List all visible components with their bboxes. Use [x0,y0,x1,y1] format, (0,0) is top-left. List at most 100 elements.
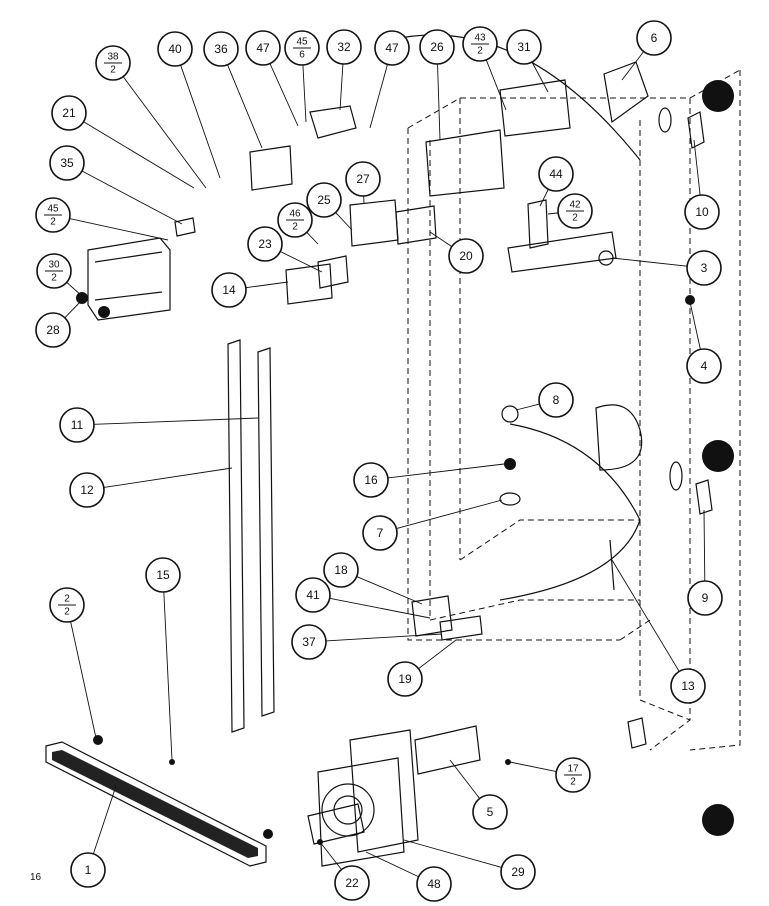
callout-circle [295,577,331,613]
callout-25: 25 [306,182,342,218]
callout-23: 23 [247,226,283,262]
callout-leader-28 [64,299,83,319]
callout-leader-5 [449,759,480,799]
callout-circle [472,794,508,830]
callout-leader-37 [325,633,443,642]
callout-number: 11 [71,418,84,432]
callout-numerator: 45 [296,37,308,48]
callout-leader-35 [81,170,183,225]
callout-leader-6 [621,51,645,81]
callout-leader-36 [227,64,263,149]
callout-circle [448,238,484,274]
callout-circle [145,557,181,593]
callout-leader-31 [531,61,549,93]
callout-leader-15 [163,591,173,761]
callout-numerator: 38 [107,52,119,63]
callout-11: 11 [59,407,95,443]
control-panel-assembly [76,34,705,321]
callout-29: 29 [500,854,536,890]
callout-leader-20 [429,231,453,247]
callout-numerator: 2 [64,594,70,605]
callout-leader-45-6 [302,64,307,123]
callout-8: 8 [538,382,574,418]
callout-leader-25 [335,212,353,231]
callout-leader-44 [539,189,549,207]
callout-number: 47 [256,41,270,55]
callout-47: 47 [374,30,410,66]
callout-circle [538,156,574,192]
callout-46-2: 462 [277,202,313,238]
callout-47: 47 [245,30,281,66]
callout-leader-22 [319,841,342,870]
callout-circle [247,226,283,262]
callout-leader-3 [611,257,688,267]
callout-circle [687,580,723,616]
callout-5: 5 [472,794,508,830]
callout-circle [686,348,722,384]
callout-16: 16 [353,462,389,498]
callout-leader-26 [437,63,441,141]
callout-denominator: 2 [292,222,298,233]
callout-circle [323,552,359,588]
callout-number: 12 [80,483,94,497]
callout-20: 20 [448,238,484,274]
callout-43-2: 432 [462,26,498,62]
callout-45-2: 452 [35,197,71,233]
callout-circle [326,29,362,65]
callout-circle [387,661,423,697]
callout-numerator: 45 [47,204,59,215]
callout-22: 22 [334,865,370,901]
callout-number: 16 [364,473,378,487]
callout-number: 29 [511,865,525,879]
callout-number: 1 [85,863,92,877]
callout-31: 31 [506,29,542,65]
callout-35: 35 [49,145,85,181]
callout-37: 37 [291,624,327,660]
callout-number: 27 [356,172,370,186]
callout-leader-19 [418,639,457,670]
callout-10: 10 [684,194,720,230]
callout-36: 36 [203,31,239,67]
callout-number: 5 [487,805,494,819]
callout-denominator: 6 [299,50,305,61]
callout-circle [35,312,71,348]
callout-number: 47 [385,41,399,55]
callout-number: 41 [306,588,320,602]
callout-number: 13 [681,679,695,693]
callout-circle [334,865,370,901]
callout-18: 18 [323,552,359,588]
water-valve-parts [499,404,713,601]
callout-leader-32 [339,63,344,111]
callout-denominator: 2 [110,65,116,76]
callout-numerator: 42 [569,200,581,211]
callout-leader-7 [396,499,503,529]
callout-number: 32 [337,40,351,54]
callout-denominator: 2 [570,777,576,788]
callout-circle [51,95,87,131]
callout-leader-17-2 [509,761,557,773]
callout-circle [636,20,672,56]
callout-44: 44 [538,156,574,192]
callout-3: 3 [686,250,722,286]
callout-number: 8 [553,393,560,407]
callout-circle [157,31,193,67]
registration-marks [702,80,734,836]
callout-circle [416,866,452,902]
callout-13: 13 [670,668,706,704]
callout-leader-2-2 [70,621,97,739]
callout-denominator: 2 [50,217,56,228]
callout-numerator: 17 [567,764,579,775]
callout-leader-43-2 [485,59,507,111]
callout-number: 19 [398,672,412,686]
callout-circle [49,145,85,181]
page-number: 16 [30,872,42,883]
callout-number: 37 [302,635,316,649]
callout-leader-8 [515,403,540,411]
callout-number: 36 [214,42,228,56]
gasket-strips [227,339,275,733]
callout-circle [362,515,398,551]
callout-number: 3 [701,261,708,275]
callout-number: 4 [701,359,708,373]
callout-42-2: 422 [557,193,593,229]
